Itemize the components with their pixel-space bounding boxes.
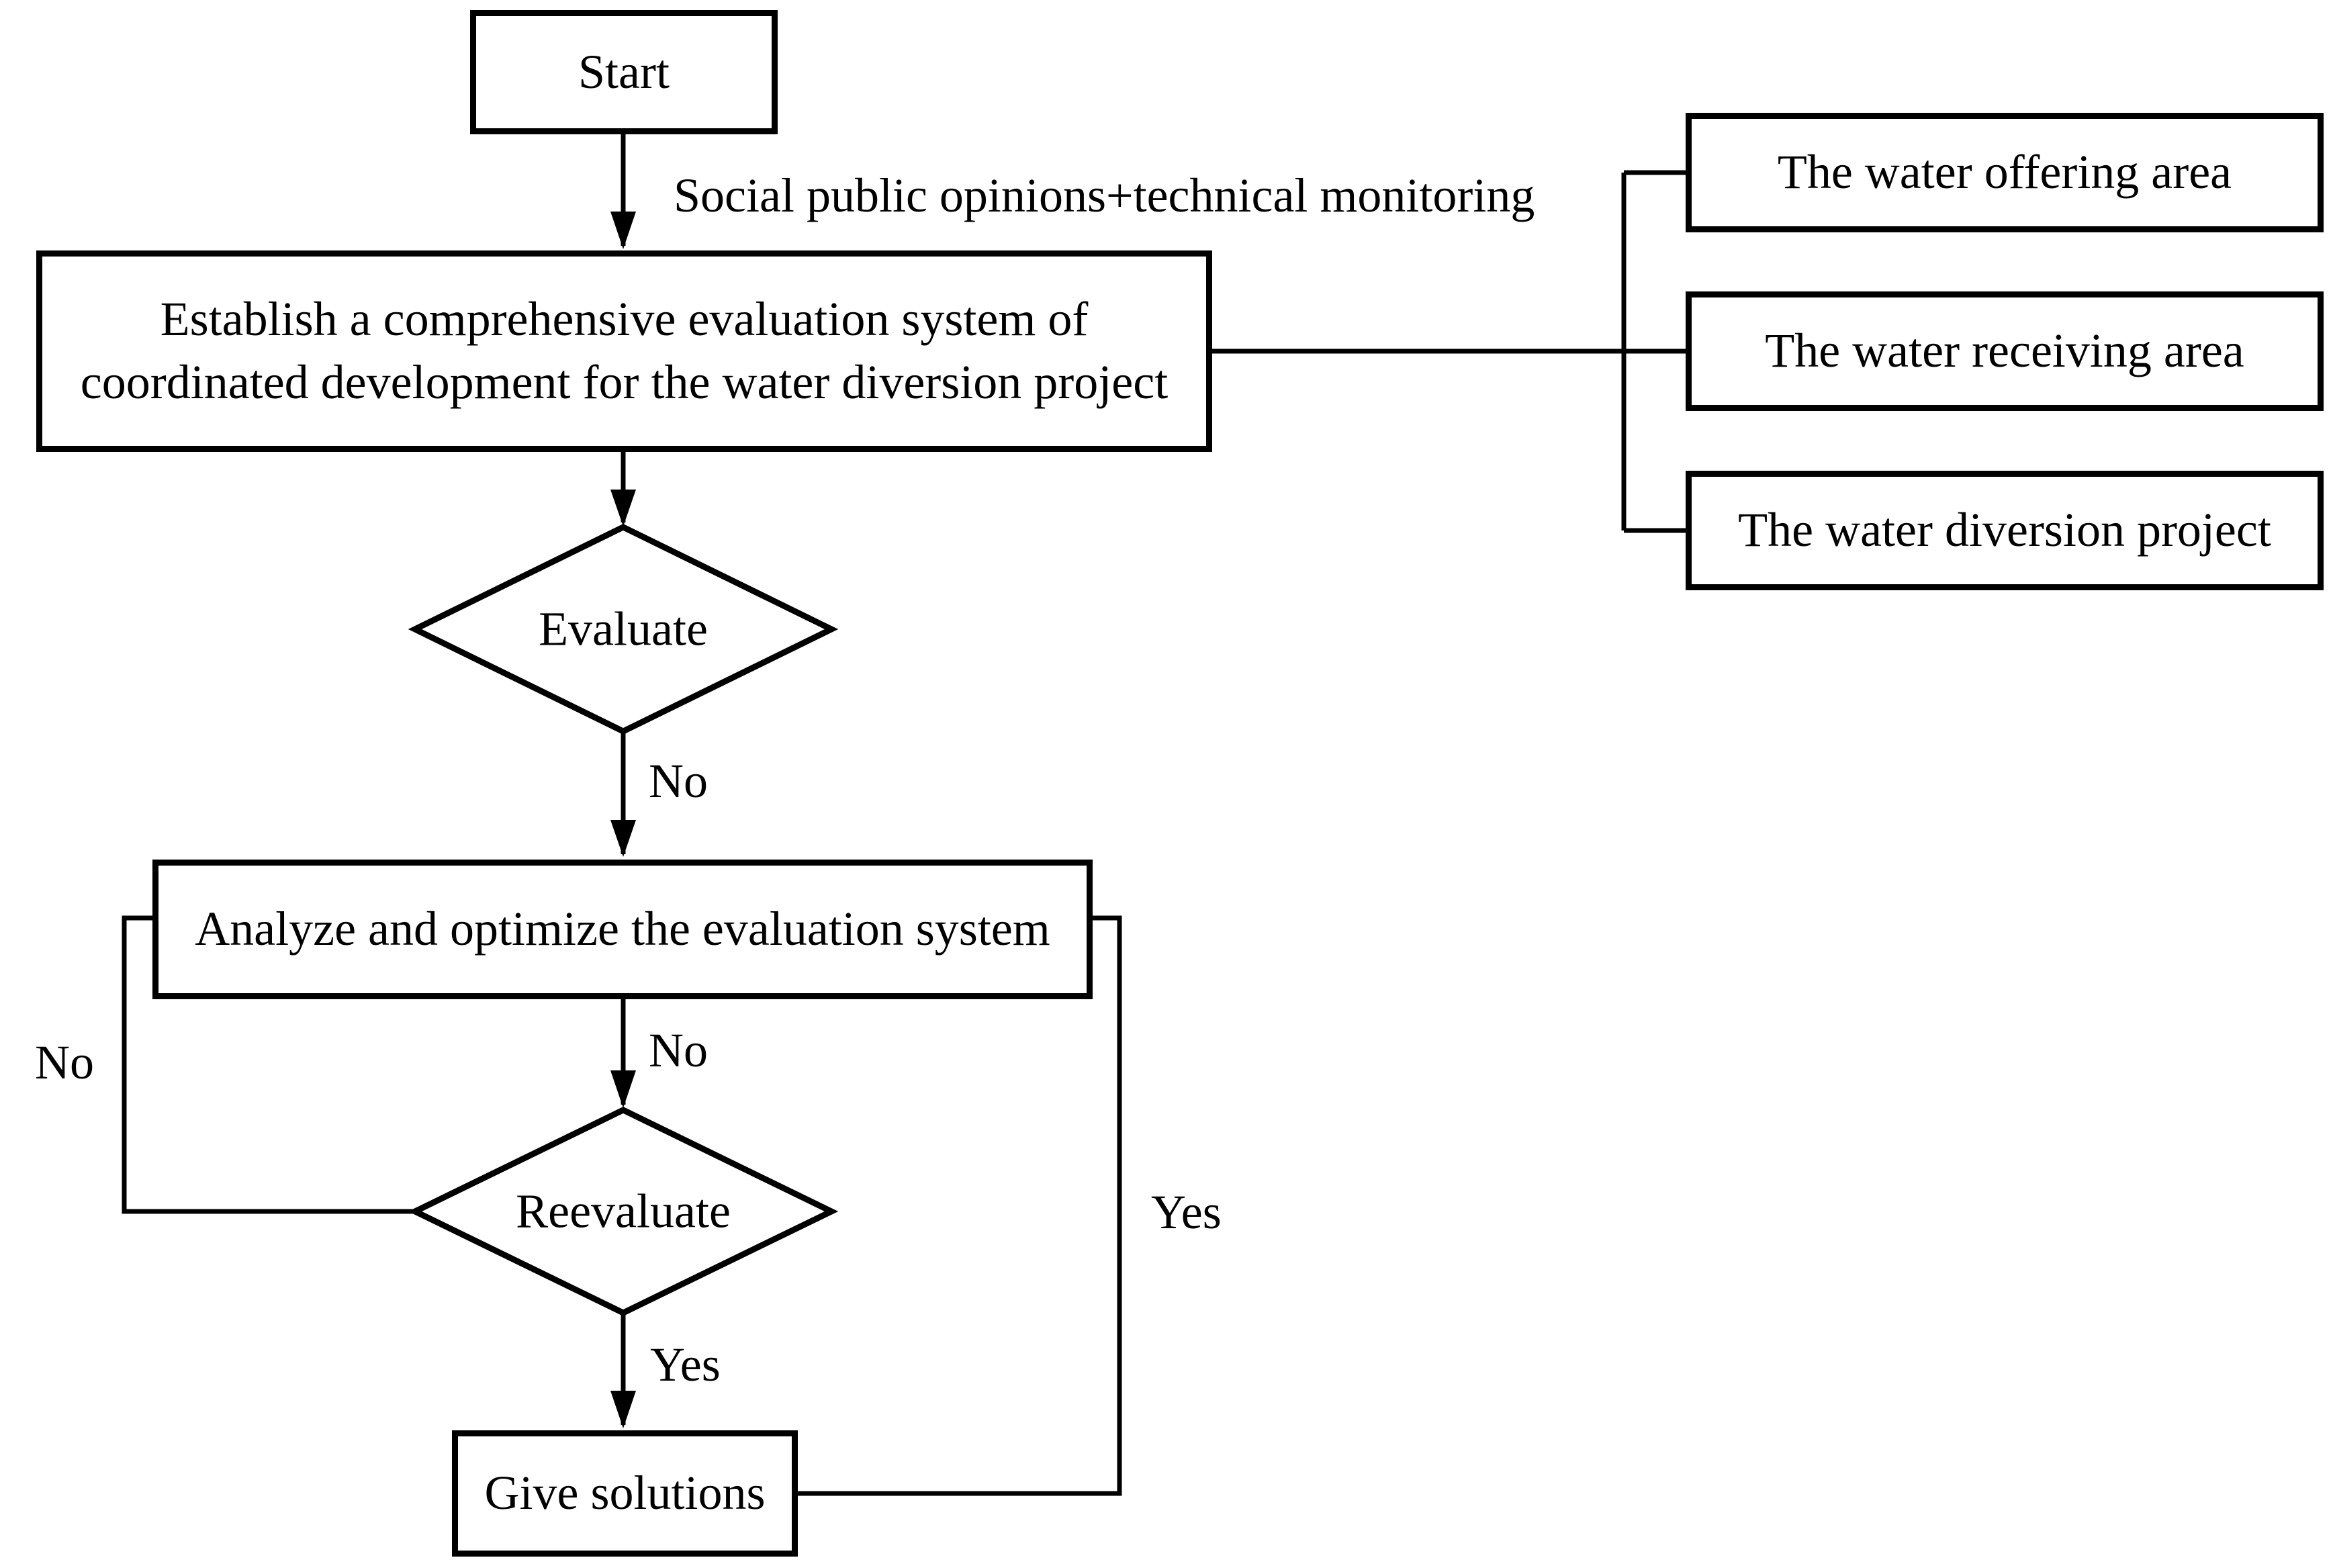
arrowhead-reevaluate — [610, 1070, 636, 1108]
arrowhead-establish — [610, 212, 636, 249]
connector-lines — [122, 134, 1686, 1496]
edge-analyze-yes-loop — [796, 915, 1122, 1496]
node-give-solutions: Give solutions — [452, 1430, 798, 1557]
node-water-offering-area: The water offering area — [1686, 113, 2324, 232]
arrowhead-analyze — [610, 820, 636, 857]
decision-shapes — [408, 523, 839, 1317]
arrowhead-evaluate — [610, 490, 636, 526]
node-evaluate-label: Evaluate — [539, 602, 708, 656]
node-water-receiving-area: The water receiving area — [1686, 291, 2324, 411]
edge-label-reevaluate-yes: Yes — [650, 1338, 721, 1391]
edge-label-social-public-opinions: Social public opinions+technical monitor… — [674, 169, 1535, 222]
arrowheads — [610, 212, 636, 1428]
edge-reevaluate-no-loop — [122, 915, 418, 1214]
evaluate-diamond-shape — [408, 523, 839, 735]
node-start: Start — [470, 10, 778, 134]
reevaluate-diamond-shape — [408, 1106, 839, 1317]
edge-label-analyze-no: No — [649, 1023, 708, 1077]
edge-label-evaluate-no: No — [649, 754, 708, 808]
node-reevaluate-label: Reevaluate — [516, 1184, 731, 1238]
arrowhead-give-solutions — [610, 1391, 636, 1428]
node-establish-evaluation-system: Establish a comprehensive evaluation sys… — [36, 250, 1212, 452]
edge-label-reevaluate-no-loop: No — [35, 1035, 94, 1089]
edge-label-analyze-yes-loop: Yes — [1151, 1185, 1222, 1239]
node-analyze-optimize: Analyze and optimize the evaluation syst… — [152, 860, 1093, 999]
node-water-diversion-project: The water diversion project — [1686, 471, 2324, 590]
